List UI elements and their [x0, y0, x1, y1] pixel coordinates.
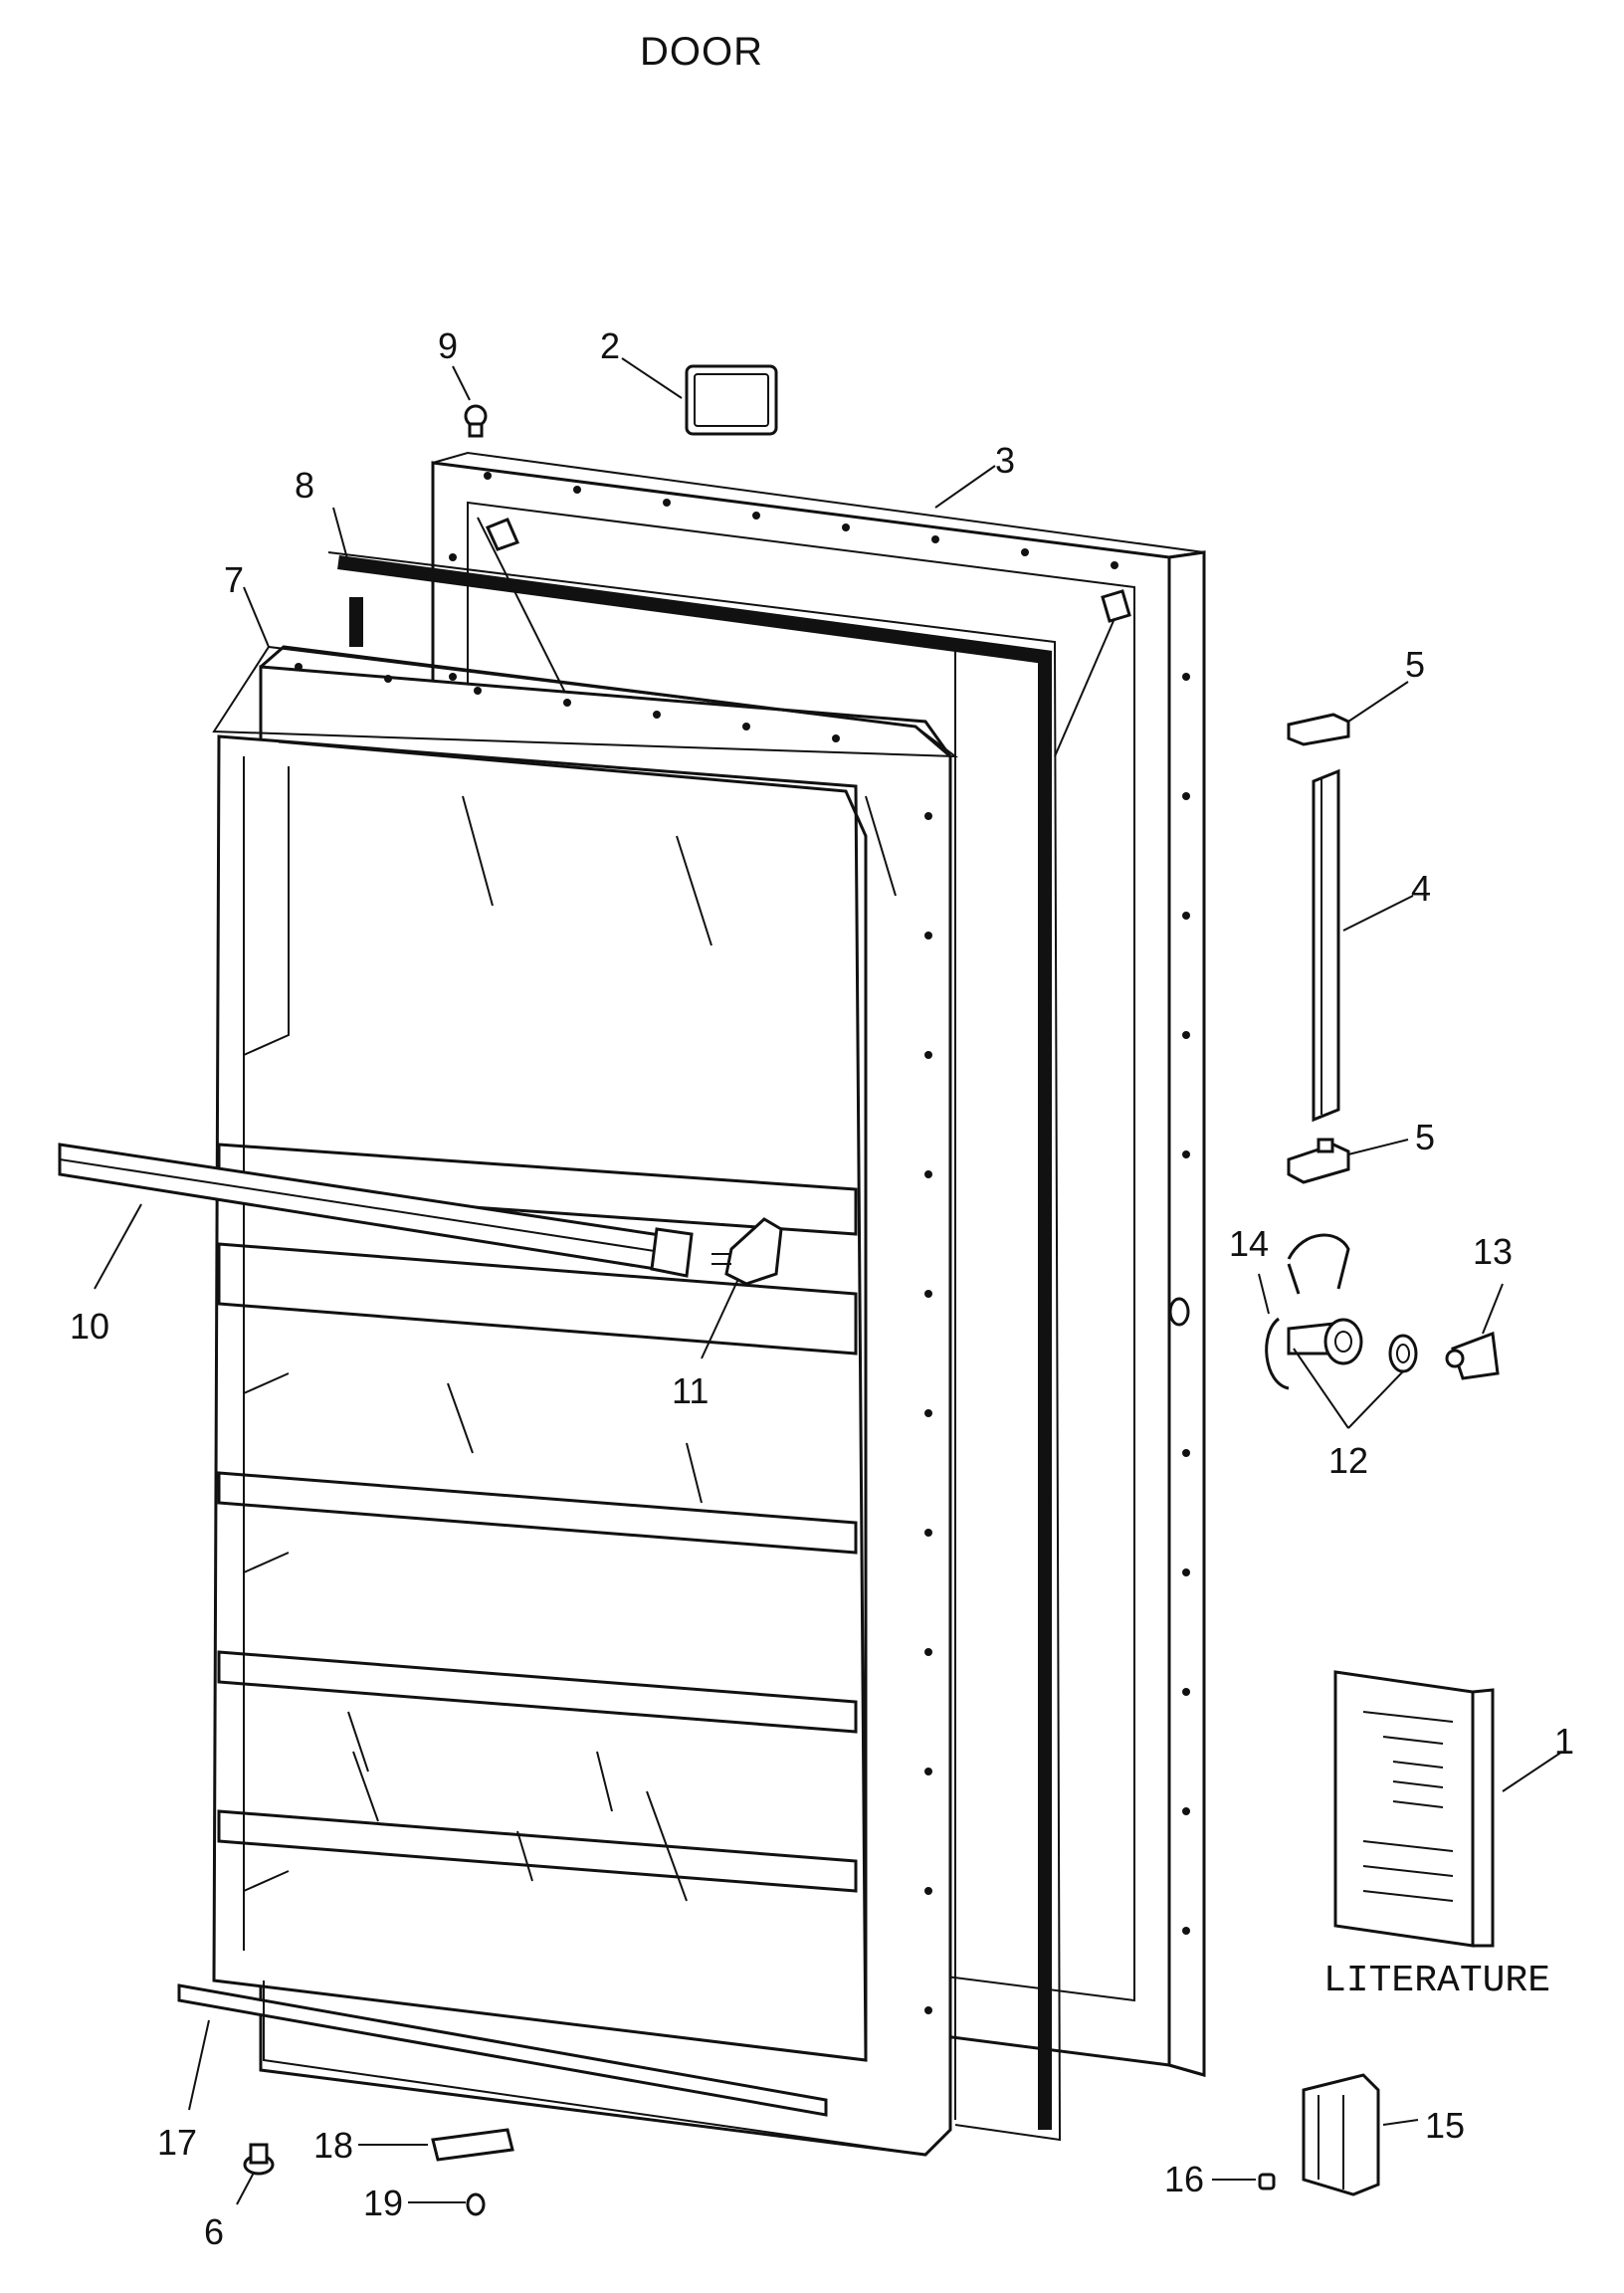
page-title: DOOR	[640, 30, 763, 74]
door-gasket	[327, 551, 1062, 2142]
label-plate	[685, 364, 778, 436]
callout-5-top: 5	[1405, 644, 1425, 685]
callout-17: 17	[157, 2122, 197, 2163]
screw-part-19	[466, 2192, 486, 2216]
callout-2: 2	[600, 325, 620, 366]
literature-booklet	[1333, 1670, 1495, 1948]
channel-cap-bottom	[1287, 1138, 1350, 1184]
callout-18: 18	[313, 2125, 353, 2166]
screw-part-9	[464, 404, 488, 438]
leader-lines	[94, 357, 1563, 2205]
bottom-trim-strip	[177, 1980, 926, 2156]
callout-labels: 1 2 3 4 5 5 6 7 8 9 10 11 12 13 14 15 16…	[70, 325, 1574, 2252]
latch-clip	[1265, 1233, 1350, 1390]
callout-7: 7	[224, 559, 244, 600]
bumper-part-6	[243, 2143, 275, 2176]
callout-5-bottom: 5	[1415, 1117, 1435, 1157]
callout-11: 11	[672, 1370, 709, 1411]
hinge-bracket	[711, 1217, 783, 1286]
callout-13: 13	[1473, 1231, 1513, 1272]
callout-12: 12	[1328, 1440, 1368, 1481]
liner-screw-holes	[295, 663, 932, 2014]
screw-part-16	[1258, 2173, 1276, 2190]
outer-panel-screw-holes	[449, 472, 1190, 1935]
callout-9: 9	[438, 325, 458, 366]
callout-8: 8	[295, 465, 314, 506]
vertical-channel	[1312, 768, 1340, 1123]
door-handle-bar	[58, 1143, 694, 1278]
callout-4: 4	[1411, 868, 1431, 909]
callout-16: 16	[1164, 2159, 1204, 2199]
inner-shelf-box	[212, 734, 897, 2062]
callout-1: 1	[1554, 1721, 1574, 1762]
channel-cap-top	[1287, 713, 1350, 746]
callout-19: 19	[363, 2183, 403, 2223]
callout-10: 10	[70, 1306, 109, 1347]
literature-label: LITERATURE	[1323, 1960, 1550, 2002]
latch-knob	[1287, 1318, 1418, 1373]
hinge-plate	[431, 2128, 514, 2162]
callout-14: 14	[1229, 1223, 1269, 1264]
callout-15: 15	[1425, 2105, 1465, 2146]
strike-part	[1445, 1331, 1500, 1380]
bottom-bracket	[1302, 2073, 1380, 2196]
callout-6: 6	[204, 2211, 224, 2252]
callout-3: 3	[995, 440, 1015, 481]
